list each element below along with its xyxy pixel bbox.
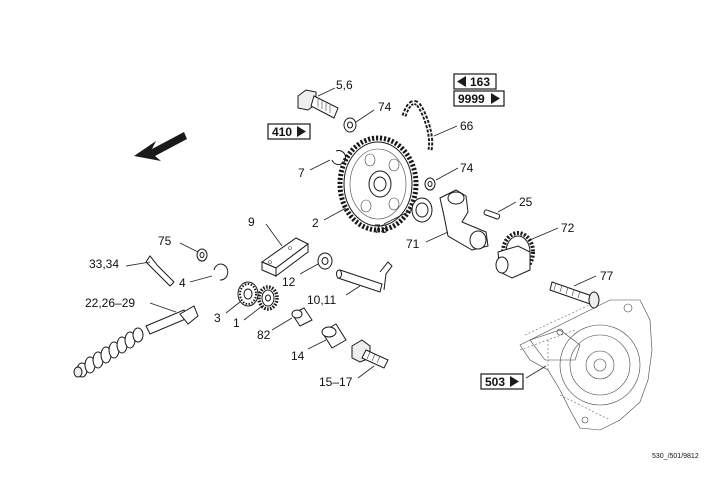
- label-33-34: 33,34: [89, 257, 119, 271]
- label-25: 25: [519, 195, 533, 209]
- part-73-bushing: [411, 197, 433, 223]
- part-14-sleeve: [321, 323, 347, 349]
- part-66-chain: [401, 100, 434, 151]
- label-1: 1: [233, 316, 240, 330]
- part-33-34-pin: [145, 255, 175, 287]
- label-74-lower: 74: [460, 161, 474, 175]
- ref-box-163[interactable]: 163: [453, 73, 497, 90]
- part-15-17-bolt: [351, 339, 389, 369]
- label-72: 72: [561, 221, 575, 235]
- label-74-upper: 74: [378, 100, 392, 114]
- part-72-gear: [495, 231, 535, 279]
- part-12-washer: [317, 252, 333, 270]
- label-7: 7: [298, 166, 305, 180]
- part-74-washer-lower: [424, 177, 436, 191]
- part-1-gear: [257, 285, 279, 311]
- part-25-key: [483, 209, 501, 220]
- part-82-spacer: [291, 307, 313, 327]
- part-74-washer-upper: [343, 117, 357, 133]
- ref-box-9999[interactable]: 9999: [453, 90, 505, 107]
- label-5-6: 5,6: [336, 78, 353, 92]
- label-75: 75: [158, 234, 172, 248]
- label-3: 3: [214, 311, 221, 325]
- ref-9999-text: 9999: [458, 92, 485, 106]
- label-22-26-29: 22,26–29: [85, 296, 135, 310]
- ref-box-410[interactable]: 410: [267, 123, 311, 140]
- label-4: 4: [179, 276, 186, 290]
- leader-lines: [125, 87, 597, 379]
- part-2-sprocket: [337, 135, 419, 233]
- part-77-bolt: [549, 281, 600, 309]
- label-73: 73: [374, 222, 388, 236]
- drawing-code: 530_/501/9812: [652, 453, 699, 460]
- label-9: 9: [248, 215, 255, 229]
- part-10-11-shaft: [336, 261, 393, 293]
- direction-arrow-icon: [134, 132, 187, 161]
- label-66: 66: [460, 119, 474, 133]
- part-71-lever-shaft: [439, 189, 489, 251]
- label-2: 2: [312, 216, 319, 230]
- label-82: 82: [257, 328, 271, 342]
- part-9-bracket: [260, 237, 309, 277]
- label-71: 71: [406, 237, 420, 251]
- label-10-11: 10,11: [307, 293, 336, 307]
- engine-housing: [519, 299, 653, 431]
- ref-410-text: 410: [272, 125, 292, 139]
- label-15-17: 15–17: [319, 375, 353, 389]
- label-77: 77: [600, 269, 614, 283]
- ref-503-text: 503: [485, 375, 505, 389]
- part-22-26-29-spring-rod: [73, 305, 199, 378]
- ref-163-text: 163: [470, 75, 490, 89]
- label-12: 12: [282, 275, 296, 289]
- part-3-bearing: [237, 281, 259, 307]
- part-4-circlip: [213, 263, 229, 281]
- part-75-washer: [196, 248, 208, 262]
- ref-box-503[interactable]: 503: [480, 373, 524, 390]
- part-5-6-bolt: [297, 89, 339, 119]
- label-14: 14: [291, 349, 305, 363]
